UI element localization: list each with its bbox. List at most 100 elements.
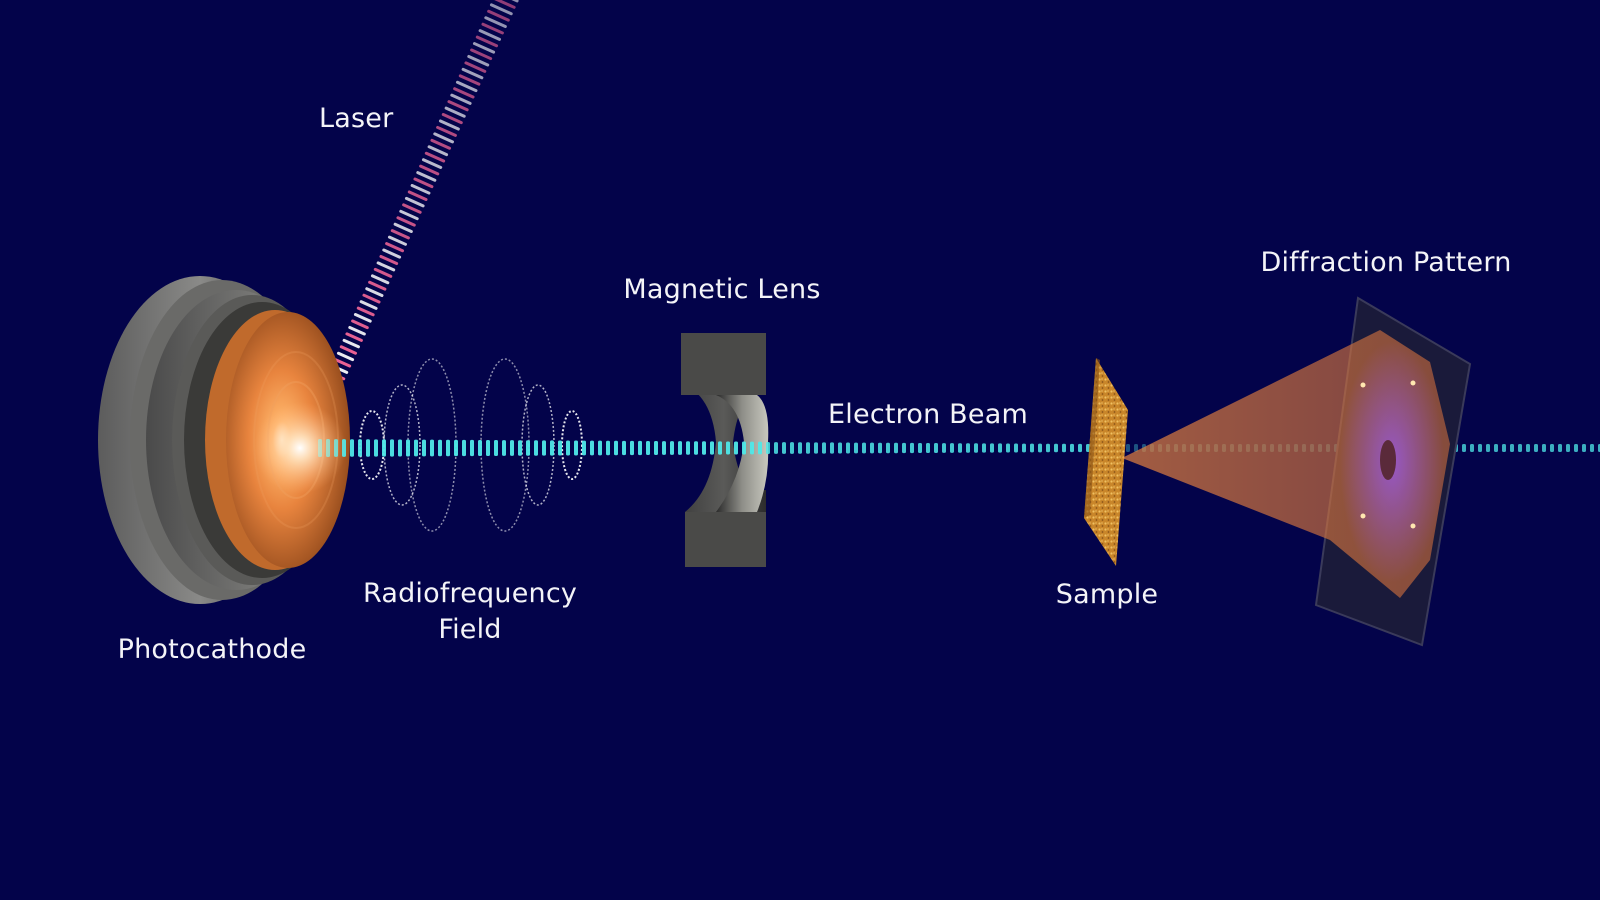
emission-glow	[254, 402, 346, 494]
electron-pulse	[702, 441, 706, 455]
laser-pulse-stripe	[481, 22, 504, 35]
electron-pulse	[894, 442, 898, 454]
electron-pulse	[654, 441, 658, 455]
diffraction-detector	[1122, 296, 1472, 647]
electron-pulse	[430, 439, 434, 457]
electron-pulse	[574, 440, 578, 456]
electron-pulse	[886, 442, 890, 454]
laser-pulse-stripe	[385, 242, 405, 253]
electron-pulse	[1470, 444, 1474, 452]
electron-pulse	[846, 442, 850, 454]
electron-pulse	[1518, 444, 1522, 452]
laser-pulse-stripe	[348, 325, 366, 336]
electron-pulse	[766, 442, 770, 454]
laser-pulse-stripe	[467, 54, 490, 67]
sample	[1084, 358, 1128, 566]
electron-pulse	[838, 442, 842, 454]
electron-pulse	[382, 439, 386, 457]
electron-pulse	[1550, 444, 1554, 452]
laser-pulse-stripe	[470, 48, 493, 61]
laser-pulse-stripe	[342, 338, 360, 349]
laser-pulse-stripe	[416, 171, 437, 182]
label-sample: Sample	[1055, 579, 1159, 610]
laser-pulse-stripe	[402, 203, 422, 214]
electron-pulse	[1046, 443, 1050, 453]
electron-pulse	[590, 440, 594, 456]
electron-pulse	[734, 441, 738, 455]
laser-pulse-stripe	[489, 3, 513, 16]
label-radiofrequency-line1: Radiofrequency	[362, 578, 578, 609]
magnetic-lens	[681, 333, 769, 567]
laser-pulse-stripe	[453, 87, 475, 99]
electron-pulse	[1566, 444, 1570, 452]
laser-pulse-stripe	[379, 254, 399, 266]
electron-pulse	[1078, 443, 1082, 453]
electron-pulse	[1582, 444, 1586, 452]
laser-pulse-stripe	[396, 216, 416, 227]
electron-pulse	[918, 442, 922, 454]
electron-pulse	[366, 439, 370, 457]
laser-pulse-stripe	[345, 332, 363, 342]
laser-pulse-stripe	[444, 106, 466, 118]
electron-pulse	[638, 440, 642, 456]
electron-pulse	[718, 441, 722, 455]
electron-pulse	[358, 439, 362, 457]
electron-pulse	[438, 439, 442, 457]
electron-pulse	[966, 443, 970, 453]
laser-pulse-stripe	[419, 164, 440, 176]
electron-pulse	[910, 442, 914, 454]
laser-pulse-stripe	[393, 222, 413, 233]
laser-pulse-stripe	[356, 306, 375, 317]
electron-pulse	[622, 440, 626, 456]
electron-pulse	[606, 440, 610, 456]
electron-pulse	[1022, 443, 1026, 453]
electron-pulse	[1070, 443, 1074, 453]
electron-pulse	[1526, 444, 1530, 452]
electron-pulse	[1134, 444, 1138, 452]
electron-pulse	[486, 440, 490, 456]
laser-pulse-stripe	[339, 345, 358, 355]
electron-pulse	[830, 442, 834, 454]
electron-pulse	[518, 440, 522, 456]
electron-pulse	[510, 440, 514, 456]
electron-pulse	[878, 442, 882, 454]
laser-pulse-stripe	[399, 209, 419, 221]
electron-pulse	[478, 439, 482, 457]
electron-pulse	[1126, 444, 1130, 452]
laser-pulse-stripe	[455, 80, 478, 93]
electron-pulse	[862, 442, 866, 454]
electron-pulse	[502, 440, 506, 456]
label-magnetic-lens: Magnetic Lens	[623, 274, 821, 305]
electron-pulse	[534, 440, 538, 456]
electron-pulse	[686, 441, 690, 455]
electron-pulse	[1542, 444, 1546, 452]
laser-pulse-stripe	[362, 293, 381, 304]
electron-pulse	[566, 440, 570, 456]
electron-pulse	[630, 440, 634, 456]
electron-pulse	[1038, 443, 1042, 453]
laser-pulse-stripe	[382, 248, 402, 259]
laser-pulse-stripe	[441, 113, 463, 125]
electron-pulse	[446, 439, 450, 457]
electron-pulse	[406, 439, 410, 457]
electron-pulse	[926, 442, 930, 454]
electron-pulse	[798, 442, 802, 454]
electron-pulse	[726, 441, 730, 455]
electron-pulse	[694, 441, 698, 455]
electron-pulse	[806, 442, 810, 454]
laser-pulse-stripe	[407, 190, 428, 201]
laser-pulse-stripe	[353, 313, 372, 323]
laser-pulse-stripe	[410, 184, 431, 195]
electron-pulse	[950, 443, 954, 453]
laser-pulse-stripe	[433, 132, 454, 144]
label-radiofrequency-field: Radiofrequency Field	[363, 576, 577, 648]
electron-pulse	[526, 440, 530, 456]
electron-pulse	[1502, 444, 1506, 452]
electron-pulse	[750, 441, 754, 455]
laser-pulse-stripe	[376, 261, 396, 272]
laser-pulse-stripe	[404, 196, 425, 208]
electron-pulse	[1462, 444, 1466, 452]
electron-pulse	[1086, 443, 1090, 453]
electron-pulse	[814, 442, 818, 454]
